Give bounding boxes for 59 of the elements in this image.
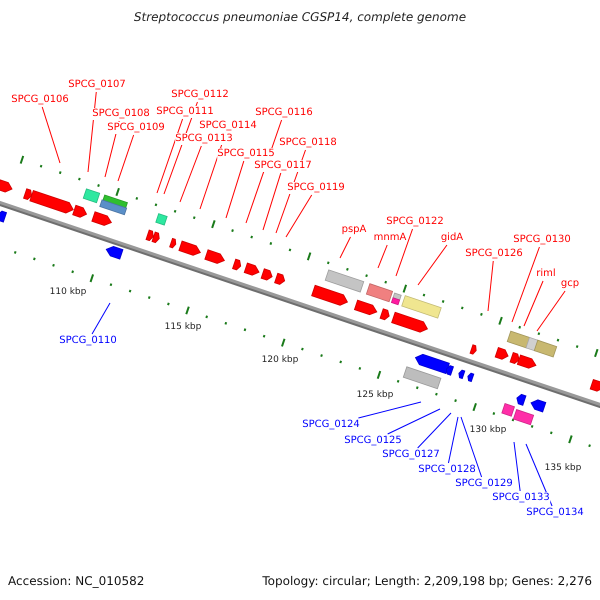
- gene-label: SPCG_0116: [255, 107, 313, 119]
- leader-line: [488, 260, 494, 312]
- leader-line: [378, 244, 388, 268]
- gene-label: SPCG_0115: [217, 148, 275, 160]
- scale-label: 125 kbp: [356, 390, 394, 400]
- gene-label: gidA: [440, 232, 464, 244]
- gene-label: pspA: [342, 224, 366, 236]
- leader-line: [180, 146, 202, 202]
- gene-label: SPCG_0122: [386, 216, 444, 228]
- leader-line: [460, 416, 482, 478]
- leader-line: [418, 244, 448, 286]
- leader-line: [417, 412, 452, 448]
- scale-label: 120 kbp: [262, 355, 298, 365]
- gene-label: SPCG_0109: [107, 122, 165, 134]
- leader-line: [387, 408, 440, 434]
- leader-line: [536, 290, 566, 332]
- leader-line: [340, 236, 351, 258]
- gene-label: gcp: [560, 278, 580, 290]
- gene-label: SPCG_0126: [465, 248, 523, 260]
- gene-label: SPCG_0113: [175, 133, 233, 145]
- gene-label: SPCG_0129: [455, 478, 513, 490]
- leader-line: [42, 106, 60, 164]
- gene-label: SPCG_0114: [199, 120, 257, 132]
- gene-label: SPCG_0133: [492, 492, 550, 504]
- gene-label: SPCG_0119: [287, 182, 345, 194]
- gene-label: SPCG_0111: [156, 106, 214, 118]
- leader-line: [358, 402, 422, 418]
- gene-label: SPCG_0124: [302, 419, 360, 431]
- scale-label: 130 kbp: [470, 425, 506, 435]
- gene-label: SPCG_0107: [68, 79, 126, 91]
- gene-label: SPCG_0130: [513, 234, 571, 246]
- leader-line: [92, 302, 110, 334]
- accession-text: Accession: NC_010582: [8, 574, 144, 588]
- gene-label: SPCG_0118: [279, 137, 337, 149]
- leader-line: [448, 416, 458, 464]
- leader-line: [226, 160, 244, 218]
- scale-label: 135 kbp: [544, 463, 582, 473]
- leader-line: [286, 194, 312, 238]
- leader-line: [514, 442, 521, 492]
- gene-label: SPCG_0108: [92, 108, 150, 120]
- gene-label: SPCG_0134: [526, 507, 584, 519]
- leader-line: [262, 172, 282, 230]
- leader-line: [512, 246, 540, 322]
- leader-line: [118, 134, 134, 182]
- gene-label: SPCG_0110: [59, 335, 117, 347]
- gene-label: SPCG_0128: [418, 464, 476, 476]
- gene-label: SPCG_0117: [254, 160, 312, 172]
- genome-info-text: Topology: circular; Length: 2,209,198 bp; Genes: 2,276: [262, 574, 592, 588]
- leader-line: [156, 118, 184, 194]
- leader-line: [396, 228, 414, 276]
- leader-line: [524, 280, 544, 326]
- scale-label: 110 kbp: [50, 287, 86, 297]
- gene-label: SPCG_0127: [382, 449, 440, 461]
- chart-title: Streptococcus pneumoniae CGSP14, complete genome: [132, 10, 468, 24]
- gene-label: mnmA: [374, 232, 406, 244]
- gene-label: SPCG_0112: [171, 89, 229, 101]
- scale-label: 115 kbp: [164, 322, 202, 332]
- gene-label: SPCG_0106: [11, 94, 69, 106]
- gene-label: SPCG_0125: [344, 435, 402, 447]
